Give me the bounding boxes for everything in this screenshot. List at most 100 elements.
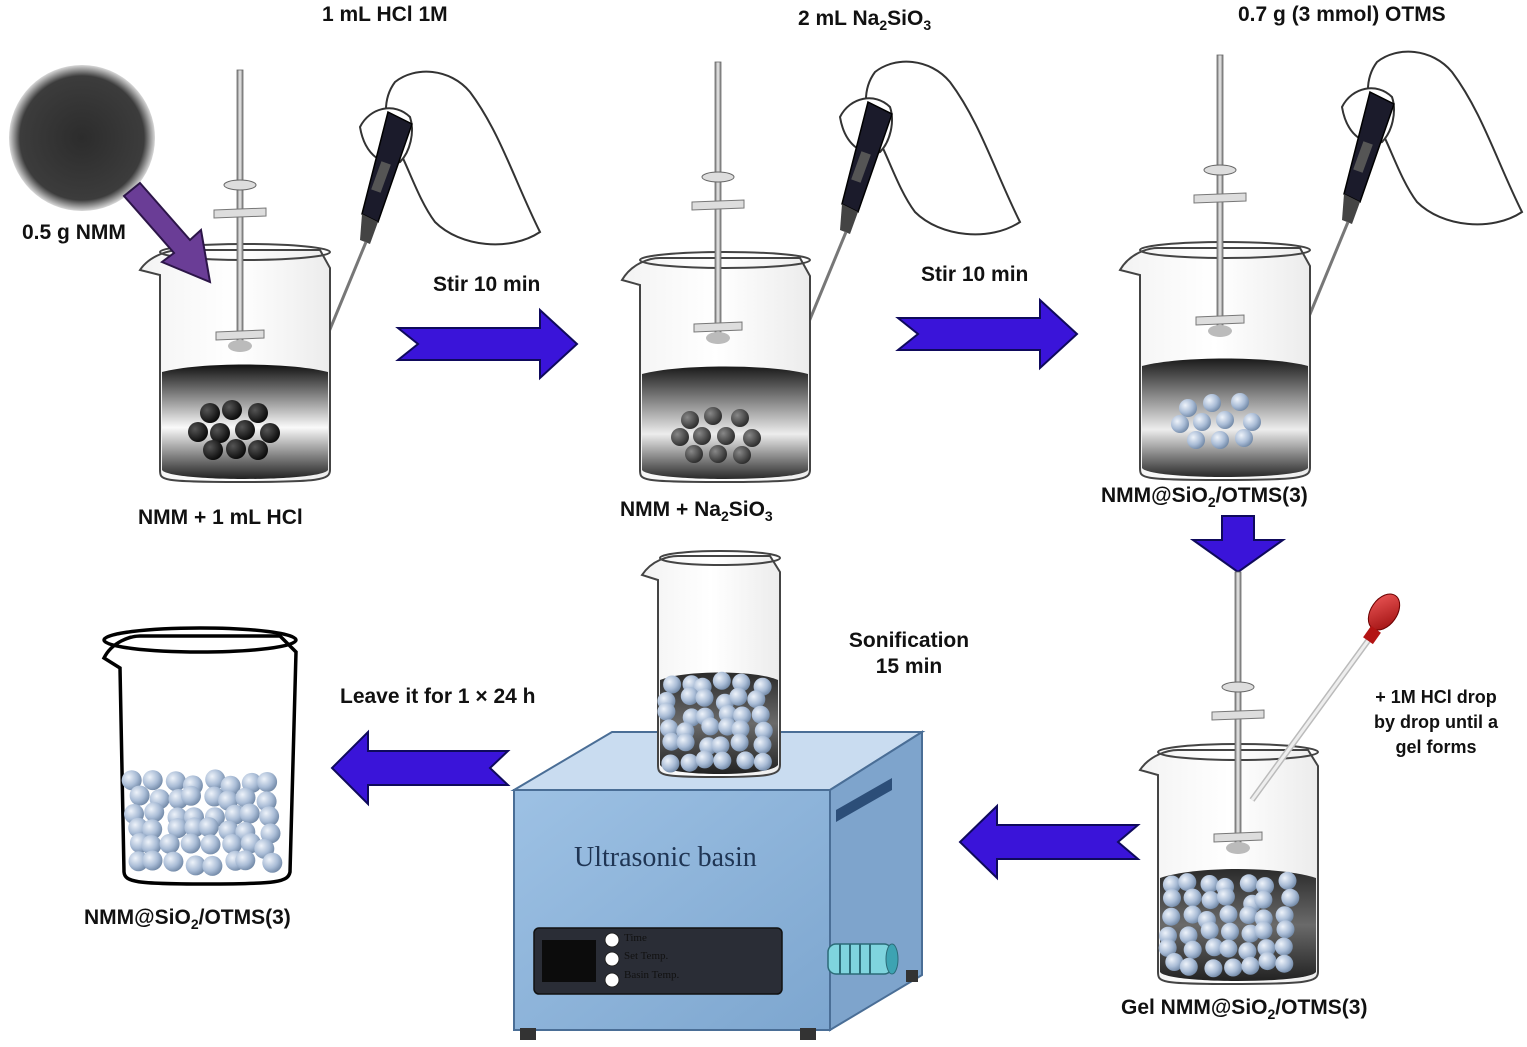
sonication-label: Sonification 15 min <box>832 628 986 681</box>
step1-reagent-label: 1 mL HCl 1M <box>322 3 448 26</box>
silica-sphere <box>1221 922 1239 941</box>
silica-sphere <box>1254 890 1273 909</box>
silica-sphere <box>1241 956 1260 975</box>
silica-sphere <box>730 733 749 752</box>
silica-sphere <box>660 719 679 738</box>
silica-sphere <box>185 855 206 876</box>
silica-sphere <box>260 823 281 844</box>
silica-sphere <box>163 851 184 872</box>
time-button-icon <box>604 932 620 948</box>
silica-sphere <box>129 785 150 806</box>
dropper-note-line3: gel forms <box>1395 736 1477 757</box>
dropper-note: + 1M HCl drop by drop until a gel forms <box>1374 685 1498 759</box>
silica-sphere <box>731 720 750 739</box>
nmm-spheres-1 <box>188 400 280 460</box>
silica-sphere <box>1239 906 1258 924</box>
silica-sphere <box>1278 871 1297 890</box>
silica-sphere <box>1256 877 1274 896</box>
silica-sphere <box>1178 873 1197 892</box>
display-screen <box>542 940 596 982</box>
silica-sphere <box>262 852 283 873</box>
silica-sphere <box>224 804 245 825</box>
set-temp-button-icon <box>604 951 620 967</box>
panel-label-time: Time <box>624 932 647 944</box>
silica-sphere <box>753 752 772 771</box>
silica-sphere <box>1238 942 1257 961</box>
step1-beaker-label: NMM + 1 mL HCl <box>138 506 303 529</box>
step4-beaker-label: Gel NMM@SiO2/OTMS(3) <box>1121 996 1368 1023</box>
step3-beaker-label: NMM@SiO2/OTMS(3) <box>1101 484 1308 511</box>
nmm-mass-label: 0.5 g NMM <box>22 221 126 244</box>
arrow5-label: Leave it for 1 × 24 h <box>340 685 536 708</box>
silica-sphere <box>256 791 277 812</box>
nmm-powder-photo <box>9 65 155 211</box>
silica-sphere <box>220 775 241 796</box>
step2-reagent-label: 2 mL Na2SiO3 <box>798 7 932 34</box>
nmm-spheres-2 <box>671 407 761 464</box>
silica-sphere <box>680 753 699 772</box>
silica-sphere <box>676 733 695 752</box>
silica-sphere <box>712 671 731 690</box>
silica-sphere <box>1257 939 1276 958</box>
silica-sphere <box>239 803 260 824</box>
sonicated-spheres <box>657 671 773 773</box>
sonication-line2: 15 min <box>875 655 943 679</box>
silica-sphere <box>259 806 280 827</box>
silica-sphere <box>202 855 223 876</box>
silica-sphere <box>661 754 680 773</box>
silica-sphere <box>695 750 714 769</box>
dropper-icon <box>1249 593 1401 802</box>
silica-sphere <box>1239 874 1258 893</box>
step4-group <box>1138 571 1401 986</box>
silica-sphere <box>1179 957 1198 976</box>
silica-sphere <box>1275 954 1294 973</box>
silica-sphere <box>663 675 682 694</box>
silica-sphere <box>711 736 730 755</box>
silica-sphere <box>1224 958 1243 977</box>
silica-sphere <box>205 769 226 790</box>
silica-sphere <box>235 850 256 871</box>
silica-sphere <box>167 818 188 839</box>
step3-group <box>1118 50 1524 482</box>
silica-sphere <box>141 835 162 855</box>
silica-sphere <box>729 687 748 706</box>
ultrasonic-basin <box>510 730 926 1040</box>
silica-sphere <box>733 706 752 725</box>
panel-label-basin-temp: Basin Temp. <box>624 969 680 981</box>
silica-sphere <box>1216 887 1235 906</box>
silica-sphere <box>713 751 732 770</box>
beaker-2 <box>620 251 811 484</box>
silica-sphere <box>121 770 142 791</box>
silica-sphere <box>235 787 256 808</box>
right-arrow-icon-2 <box>895 297 1079 371</box>
silica-sphere <box>747 690 766 709</box>
silica-sphere <box>1200 921 1219 940</box>
basin-temp-button-icon <box>604 972 620 988</box>
silica-sphere <box>1276 920 1295 939</box>
silica-sphere <box>657 702 676 721</box>
step6-beaker-label: NMM@SiO2/OTMS(3) <box>84 906 291 933</box>
silica-sphere <box>1162 907 1181 926</box>
silica-sphere <box>701 717 720 736</box>
right-arrow-icon <box>395 307 579 381</box>
silica-spheres-3 <box>1171 393 1261 449</box>
silica-sphere <box>184 817 205 838</box>
beaker-3 <box>1118 241 1311 482</box>
silica-sphere <box>180 833 201 854</box>
silica-sphere <box>1162 875 1181 894</box>
silica-sphere <box>1219 905 1238 924</box>
silica-sphere <box>142 850 163 871</box>
step2-group <box>620 60 1022 484</box>
silica-sphere <box>257 772 278 792</box>
silica-sphere <box>682 708 701 727</box>
silica-sphere <box>200 834 221 855</box>
silica-sphere <box>1183 905 1202 924</box>
silica-sphere <box>181 785 201 806</box>
silica-sphere <box>1183 940 1202 959</box>
silica-sphere <box>1200 875 1219 893</box>
left-arrow-icon <box>958 803 1141 881</box>
silica-sphere <box>1281 888 1300 907</box>
silica-sphere <box>165 771 186 792</box>
silica-sphere <box>695 688 714 707</box>
